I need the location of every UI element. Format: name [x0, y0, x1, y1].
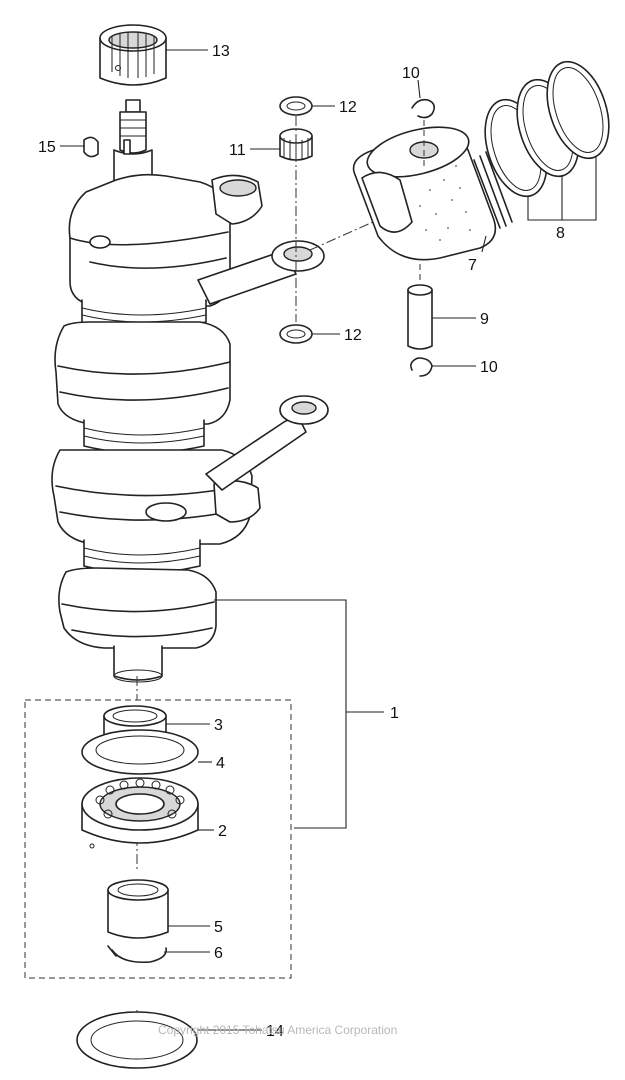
callout-5: 5: [214, 919, 223, 936]
callout-11: 11: [229, 142, 246, 159]
part-12-thrust-washer-lower: [279, 324, 313, 344]
callout-12-lower: 12: [344, 327, 362, 344]
connecting-rod-lower: [205, 395, 329, 491]
part-8-piston-rings: [484, 60, 610, 198]
part-2-ball-bearing: [81, 777, 199, 849]
pin-axis-line: [419, 120, 425, 284]
callout-4: 4: [216, 755, 225, 772]
part-12-thrust-washer-upper: [279, 96, 313, 116]
piston-axis-line: [309, 209, 401, 251]
part-5-collar: [107, 879, 169, 939]
callout-15: 15: [38, 139, 56, 156]
callouts: 13 12 11 15 10 8 7 12 9 10 1 3 4 2 5 6 1…: [38, 43, 565, 1040]
part-9-piston-pin: [407, 284, 433, 350]
callout-10-lower: 10: [480, 359, 498, 376]
callout-6: 6: [214, 945, 223, 962]
lower-bearing-kit-box: [24, 699, 292, 979]
callout-13: 13: [212, 43, 230, 60]
part-8-bracket: [527, 156, 597, 221]
crankshaft: [51, 173, 263, 683]
callout-3: 3: [214, 717, 223, 734]
part-7-piston: [352, 126, 513, 261]
part-10-circlip-upper: [411, 98, 436, 119]
part-14-washer: [76, 1011, 198, 1069]
callout-12-upper: 12: [339, 99, 357, 116]
copyright-watermark: Copyright 2015 Tohatsu America Corporati…: [158, 1023, 397, 1037]
callout-1: 1: [390, 705, 399, 722]
part-10-circlip-lower: [410, 357, 433, 377]
callout-10-upper: 10: [402, 65, 420, 82]
part-13-needle-bearing: [99, 24, 167, 86]
callout-14: 14: [266, 1023, 284, 1040]
callout-2: 2: [218, 823, 227, 840]
callout-9: 9: [480, 311, 489, 328]
callout-7: 7: [468, 257, 477, 274]
part-15-key: [83, 136, 99, 158]
connecting-rod-upper: [197, 240, 325, 305]
part-4-plate: [81, 729, 199, 775]
part-6-circlip: [107, 945, 167, 964]
leader-lines: [60, 49, 487, 1031]
callout-8: 8: [556, 225, 565, 242]
